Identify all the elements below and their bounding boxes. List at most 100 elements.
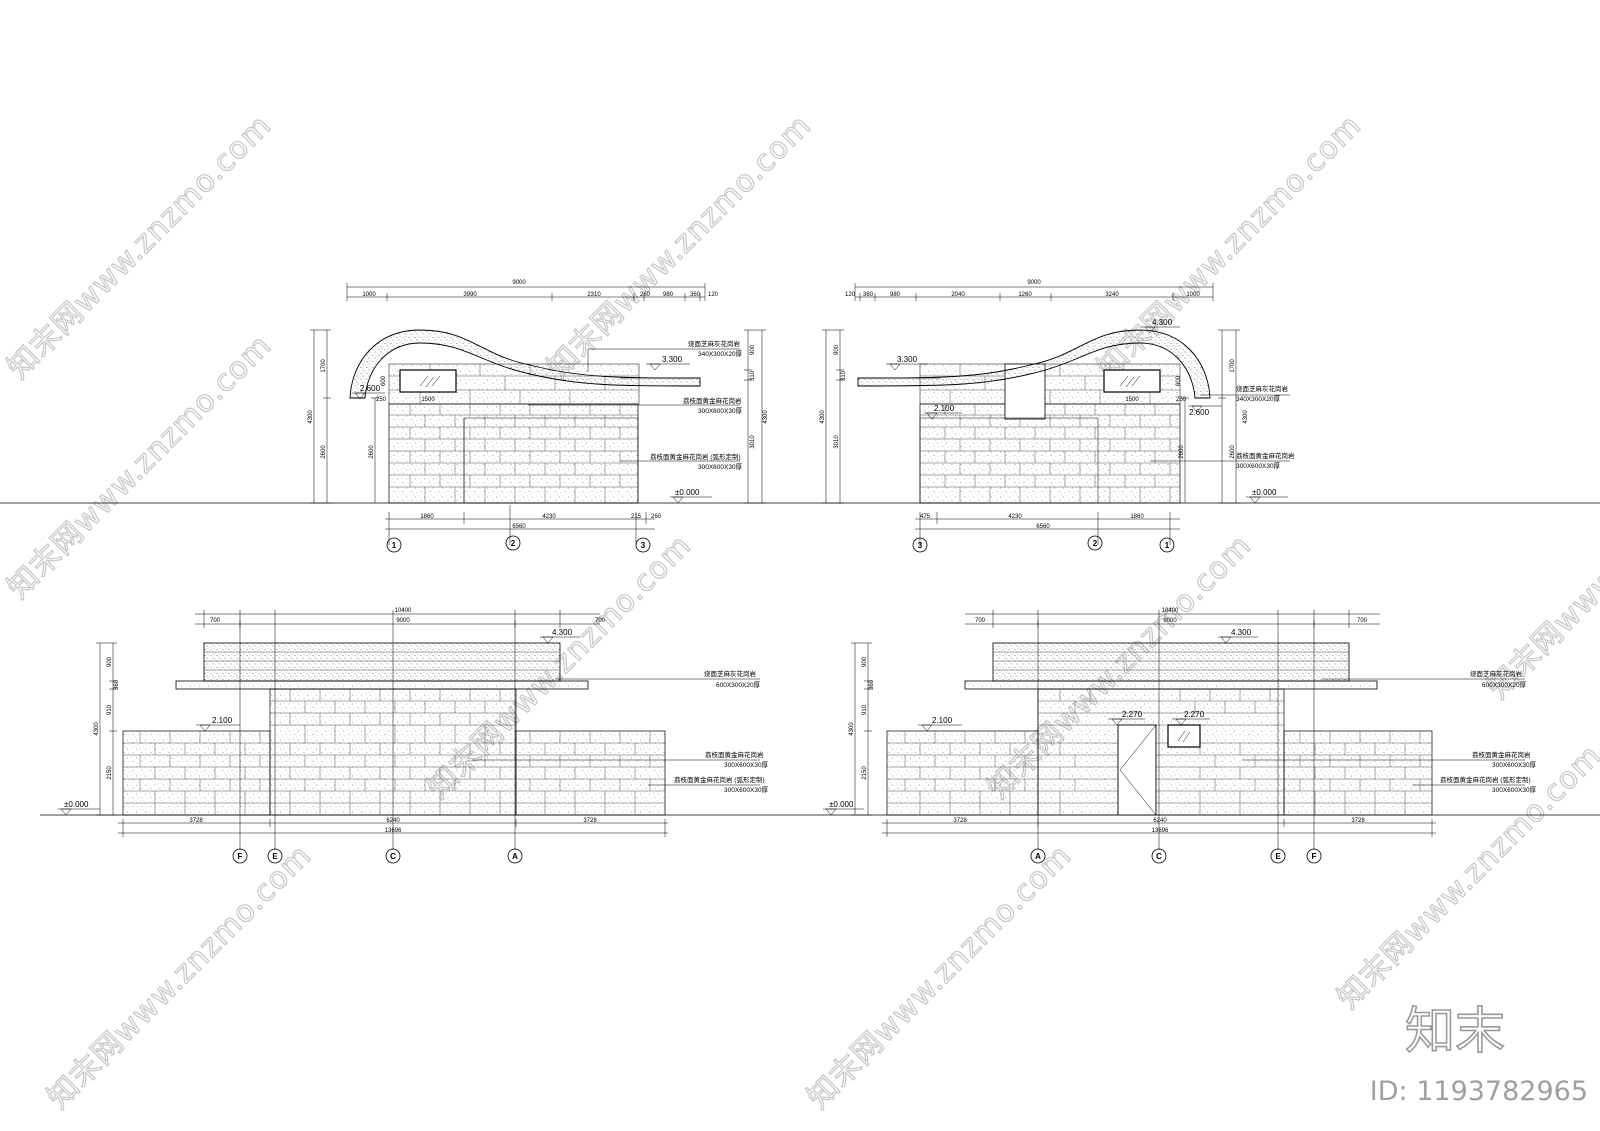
- elev3-leaders: [472, 678, 760, 786]
- elev2-material-label: 烧面芝麻灰花岗岩: [1236, 384, 1289, 393]
- elev4-top-total: 10400: [1162, 608, 1179, 614]
- elev4-central-wall: [1037, 688, 1285, 816]
- elev4-window-glint: [1177, 730, 1191, 743]
- elev1-inner-panel: [463, 417, 639, 504]
- elev3-axis-bubble: F: [232, 848, 248, 864]
- elev4-top-mid: 9000: [1163, 618, 1177, 624]
- elev1-material-spec: 300X600X30厚: [698, 463, 743, 471]
- elev4-left-dim: 900: [862, 656, 868, 667]
- svg-text:1: 1: [392, 541, 397, 550]
- elev1-axis-bubble: 2: [505, 535, 521, 551]
- elev1-level-ground: ±0.000: [670, 488, 712, 504]
- svg-text:E: E: [1275, 852, 1281, 861]
- elev2-left-dim: 900: [834, 344, 840, 355]
- elev2-top-part: 2040: [951, 292, 965, 298]
- elev2-level-mid-text: 2.100: [934, 404, 955, 413]
- elev4-material-label: 荔枝面黄金麻花岗岩: [1472, 750, 1531, 759]
- watermark-text: 知末网www.znzmo.com: [41, 838, 319, 1116]
- elev2-level-top: 4.300: [1140, 318, 1180, 334]
- elev4-left-dim: 910: [862, 704, 868, 715]
- elev2-top-part: 3240: [1105, 292, 1119, 298]
- elev1-window: [399, 369, 457, 393]
- elev4-door: [1117, 724, 1157, 816]
- elev2-right-dim: 1700: [1230, 359, 1236, 373]
- elev2-level-right: 2.600: [1188, 405, 1222, 417]
- elev4-level-window-text: 2.270: [1184, 710, 1205, 719]
- elev3-left-dim: 4300: [94, 722, 100, 736]
- elev2-axis-bubble: 3: [912, 537, 928, 553]
- elev4-eave: [964, 680, 1378, 690]
- elev3-left-dim-lines: [96, 642, 117, 816]
- elev1-axis-bubble: 1: [386, 537, 402, 553]
- elev2-bottom-part: 475: [920, 514, 931, 520]
- elev1-material-label: 荔枝面黄金麻花岗岩: [683, 396, 742, 405]
- elev1-bottom-part: 4230: [542, 514, 556, 520]
- elevation-2: 9000 120 360 980 2040 1260 3240 1000 900…: [820, 280, 1295, 553]
- elevation-1: 9000 1000 3990 2310 260 980 360 120 1700…: [308, 280, 769, 553]
- elev2-top-dim-lines: [854, 283, 1214, 301]
- elev3-level-mid-text: 2.100: [212, 716, 233, 725]
- elev3-top-mid: 9000: [396, 618, 410, 624]
- elev2-level-right-text: 2.600: [1189, 408, 1210, 417]
- elev2-right-dim: 4300: [1243, 410, 1249, 424]
- elev1-window-glint: [419, 375, 441, 388]
- elev2-inner-dim: 1500: [1125, 397, 1139, 403]
- elev2-left-dim: 310: [841, 370, 847, 381]
- brand-id: ID: 1193782965: [1370, 1076, 1588, 1107]
- elev3-level-mid: 2.100: [196, 716, 240, 732]
- elev1-level-top-text: 3.300: [662, 355, 683, 364]
- elev2-axis-bubble: 1: [1159, 537, 1175, 553]
- elev3-roof-courses: [204, 651, 560, 671]
- elev3-axis-bubble: A: [507, 848, 523, 864]
- elev2-inner-panel: [919, 417, 1099, 504]
- svg-text:E: E: [272, 852, 278, 861]
- elev3-top-right: 700: [595, 618, 606, 624]
- elev1-material-label: 荔枝面黄金麻花岗岩 (弧形定制): [650, 452, 741, 461]
- elev3-left-wing: [122, 730, 271, 816]
- elev4-brick-joints: [904, 689, 1421, 815]
- elev1-curved-roof: [349, 329, 701, 399]
- elev4-axis-bubble: E: [1270, 848, 1286, 864]
- elev3-level-top: 4.300: [540, 628, 580, 644]
- watermark-layer: 知末网www.znzmo.com 知末网www.znzmo.com 知末网www…: [0, 107, 1600, 1116]
- elevation-4: 10400 9000 700 700 900 360 910 4300 2150…: [823, 608, 1537, 864]
- elevation-3: 10400 9000 700 700 900 360 910 4300 2150…: [58, 608, 769, 864]
- elev1-top-dim-lines: [346, 283, 706, 301]
- elev4-top-right: 700: [1357, 618, 1368, 624]
- elev2-window: [1103, 369, 1161, 393]
- elev1-level-mid-text: 2.600: [360, 384, 381, 393]
- elev1-top-part: 120: [708, 292, 719, 298]
- elev4-level-door: 2.270: [1108, 710, 1145, 726]
- elev4-axis-bubble: C: [1151, 848, 1167, 864]
- elev4-axis-bubble: A: [1030, 848, 1046, 864]
- elev1-left-dim: 2600: [321, 445, 327, 459]
- elev4-leaders: [1242, 678, 1525, 786]
- elev1-level-top: 3.300: [646, 355, 690, 371]
- elev4-material-spec: 600X300X20厚: [1482, 681, 1527, 689]
- elev2-top-part: 360: [863, 292, 874, 298]
- svg-text:A: A: [512, 852, 518, 861]
- elev2-level-top-text: 4.300: [1152, 318, 1173, 327]
- elev4-window: [1167, 724, 1201, 748]
- elev3-top-left: 700: [210, 618, 221, 624]
- elev1-left-dim-lines: [310, 329, 379, 504]
- elev2-level-ground: ±0.000: [1246, 488, 1288, 504]
- elev1-right-dim: 4300: [763, 410, 769, 424]
- elev3-level-ground-text: ±0.000: [64, 800, 89, 809]
- elev1-top-part: 980: [663, 292, 674, 298]
- watermark-text: 知末网www.znzmo.com: [1481, 428, 1600, 706]
- elev2-inner-dim: 2600: [1179, 445, 1185, 459]
- elev1-inner-dim: 2600: [369, 445, 375, 459]
- svg-text:3: 3: [918, 541, 923, 550]
- watermark-text: 知末网www.znzmo.com: [1, 328, 279, 606]
- elev4-level-door-text: 2.270: [1122, 710, 1143, 719]
- elev1-right-dim: 900: [750, 344, 756, 355]
- elev4-axis-bubble: F: [1306, 848, 1322, 864]
- elev3-level-top-text: 4.300: [552, 628, 573, 637]
- elev2-bottom-total: 6560: [1036, 524, 1050, 530]
- elev4-roof-courses: [993, 651, 1349, 671]
- elev1-bottom-part: 1860: [420, 514, 434, 520]
- elev1-top-total: 9000: [512, 280, 526, 286]
- elev4-material-label: 荔枝面黄金麻花岗岩 (弧形定制): [1440, 775, 1531, 784]
- elev1-leaders: [528, 348, 740, 462]
